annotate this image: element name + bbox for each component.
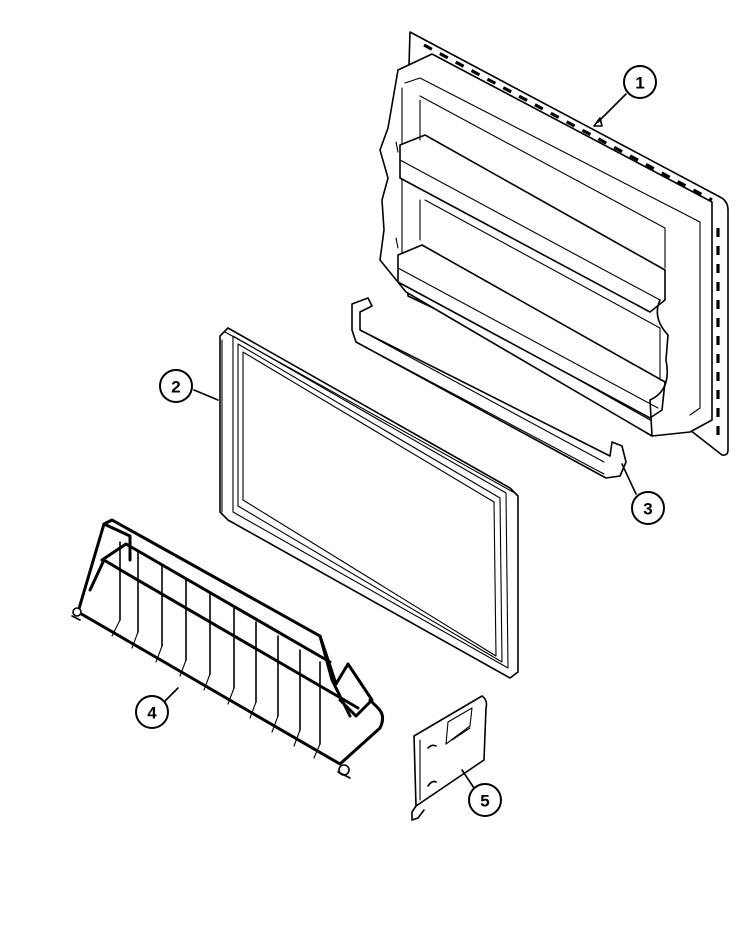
callout-4-label: 4 bbox=[147, 704, 157, 723]
part-5-bracket bbox=[411, 695, 488, 821]
part-1-door-liner bbox=[379, 31, 729, 456]
callout-2-label: 2 bbox=[171, 378, 180, 397]
part-4-wire-basket bbox=[71, 518, 385, 779]
callout-1-label: 1 bbox=[635, 74, 644, 93]
callout-3: 3 bbox=[631, 491, 665, 525]
callout-5-label: 5 bbox=[480, 792, 489, 811]
callout-5: 5 bbox=[468, 783, 502, 817]
callout-2: 2 bbox=[159, 369, 193, 403]
part-3-shelf-bar bbox=[351, 297, 627, 479]
callout-3-label: 3 bbox=[643, 500, 652, 519]
callout-1: 1 bbox=[623, 65, 657, 99]
callout-4: 4 bbox=[135, 695, 169, 729]
leader-lines bbox=[163, 93, 637, 789]
part-2-gasket bbox=[219, 327, 519, 679]
